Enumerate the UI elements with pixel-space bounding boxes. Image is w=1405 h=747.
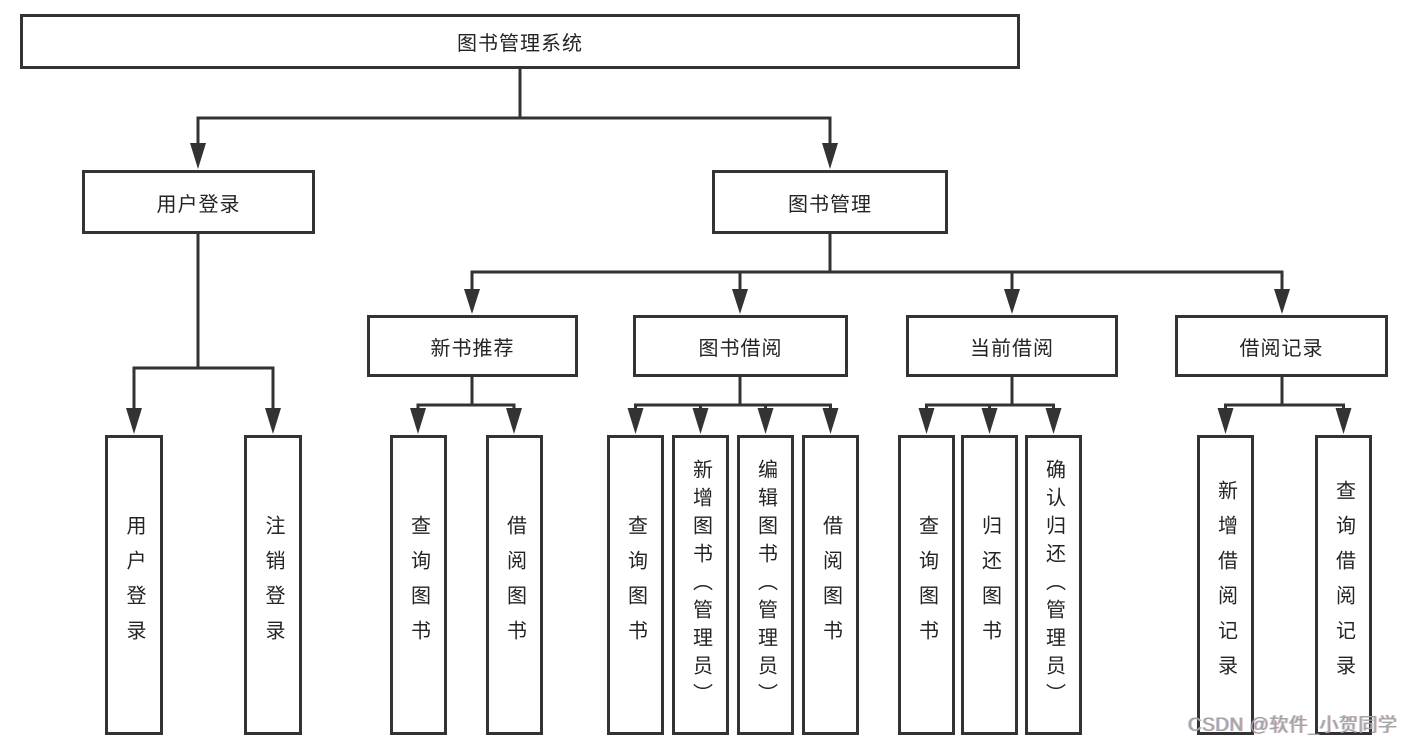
leaf-edit-book-admin: 编辑图书（管理员） (737, 435, 794, 735)
leaf-edit-book-admin-label: 编辑图书（管理员） (754, 459, 777, 711)
leaf-borrow-books-label: 借阅图书 (819, 515, 842, 655)
leaf-user-login-label: 用户登录 (123, 515, 145, 655)
node-user-login: 用户登录 (82, 170, 315, 234)
leaf-borrow-books-recommend: 借阅图书 (486, 435, 543, 735)
leaf-query-books-current-label: 查询图书 (915, 515, 938, 655)
leaf-query-books-recommend: 查询图书 (390, 435, 447, 735)
leaf-confirm-return-admin-label: 确认归还（管理员） (1042, 459, 1065, 711)
leaf-logout: 注销登录 (244, 435, 302, 735)
leaf-query-books-borrow-label: 查询图书 (624, 515, 647, 655)
node-root: 图书管理系统 (20, 14, 1020, 69)
leaf-query-books-current: 查询图书 (898, 435, 955, 735)
leaf-query-borrow-record-label: 查询借阅记录 (1332, 480, 1355, 690)
leaf-logout-label: 注销登录 (262, 515, 284, 655)
node-borrow-records: 借阅记录 (1175, 315, 1388, 377)
leaf-add-borrow-record: 新增借阅记录 (1197, 435, 1254, 735)
node-current-borrow: 当前借阅 (906, 315, 1118, 377)
leaf-query-books-borrow: 查询图书 (607, 435, 664, 735)
node-new-book-recommend: 新书推荐 (367, 315, 578, 377)
leaf-confirm-return-admin: 确认归还（管理员） (1025, 435, 1082, 735)
leaf-user-login: 用户登录 (105, 435, 163, 735)
leaf-query-borrow-record: 查询借阅记录 (1315, 435, 1372, 735)
node-book-management: 图书管理 (712, 170, 948, 234)
leaf-borrow-books-recommend-label: 借阅图书 (503, 515, 526, 655)
node-book-borrow: 图书借阅 (633, 315, 848, 377)
leaf-return-book-label: 归还图书 (978, 515, 1001, 655)
leaf-borrow-books: 借阅图书 (802, 435, 859, 735)
leaf-return-book: 归还图书 (961, 435, 1018, 735)
leaf-add-book-admin-label: 新增图书（管理员） (689, 459, 712, 711)
leaf-query-books-recommend-label: 查询图书 (407, 515, 430, 655)
leaf-add-borrow-record-label: 新增借阅记录 (1214, 480, 1237, 690)
csdn-watermark: CSDN @软件_小贺同学 (1188, 715, 1398, 736)
leaf-add-book-admin: 新增图书（管理员） (672, 435, 729, 735)
